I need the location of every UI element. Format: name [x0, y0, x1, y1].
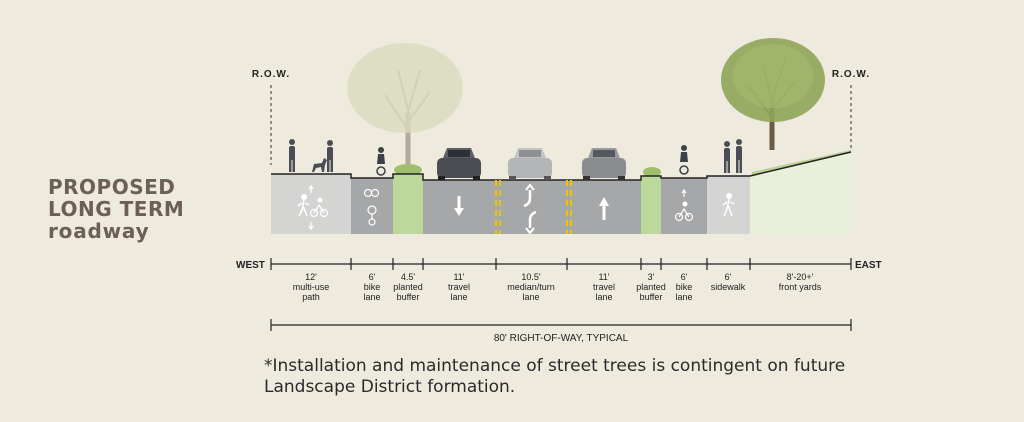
car-travel-lane-left-icon [437, 148, 481, 180]
segment-7-width: 6' [681, 272, 688, 282]
shrub-left-icon [394, 164, 422, 176]
planted-buffer-right-surface [641, 176, 661, 234]
segment-3-width: 11' [453, 272, 464, 282]
direction-east-label: EAST [855, 260, 882, 271]
car-travel-lane-right-icon [582, 148, 626, 180]
segment-4-width: 10.5' [521, 272, 541, 282]
cyclist-left-icon [376, 147, 386, 176]
segment-6-width: 3' [648, 272, 655, 282]
segment-9-label1: front yards [779, 282, 822, 292]
people-left-icon [289, 139, 333, 172]
segment-7-label1: bike [676, 282, 693, 292]
title-line-2: LONG TERM [48, 197, 185, 221]
bike-lane-right-marking-icon [674, 188, 694, 222]
segment-2-label1: planted [393, 282, 423, 292]
segment-4-label1: median/turn [507, 282, 555, 292]
direction-west-label: WEST [236, 260, 265, 271]
segment-5-width: 11' [598, 272, 609, 282]
segment-3-label2: lane [450, 292, 467, 302]
row-label-right: R.O.W. [832, 69, 870, 80]
travel-lane-left-arrowhead [454, 208, 464, 216]
diagram-title: PROPOSED LONG TERM roadway [48, 176, 184, 242]
segment-8-label1: sidewalk [711, 282, 746, 292]
segment-2-width: 4.5' [401, 272, 416, 282]
dimension-ticks [270, 258, 852, 270]
segment-7-label2: lane [675, 292, 692, 302]
pavement-markings [297, 183, 735, 235]
segment-1-label2: lane [363, 292, 380, 302]
segment-1-label1: bike [364, 282, 381, 292]
segment-5-label2: lane [595, 292, 612, 302]
tree-right-icon [721, 38, 825, 150]
segment-3-label1: travel [448, 282, 470, 292]
ground-outline [271, 151, 852, 181]
cyclist-right-icon [679, 145, 689, 175]
sidewalk-pedestrian-marking-icon [722, 193, 735, 217]
planted-buffer-left-surface [393, 174, 423, 234]
bike-lane-left-marking-icon [363, 188, 380, 226]
segment-1-width: 6' [369, 272, 376, 282]
title-line-3: roadway [48, 219, 150, 243]
car-median-icon [508, 148, 552, 180]
segment-0-width: 12' [305, 272, 317, 282]
people-right-icon [724, 139, 742, 173]
ground-section [271, 151, 852, 234]
travel-lane-right-arrowhead [599, 197, 609, 206]
shrub-right-icon [643, 167, 661, 177]
turn-arrow-top-icon [523, 190, 532, 208]
front-yard-surface [750, 152, 851, 234]
segment-labels: 12' multi-use path 6' bike lane 4.5' pla… [293, 272, 822, 302]
footnote: *Installation and maintenance of street … [264, 356, 846, 397]
segment-2-label2: buffer [397, 292, 420, 302]
segment-5-label1: travel [593, 282, 615, 292]
tree-left-icon [347, 43, 463, 168]
segment-8-width: 6' [725, 272, 732, 282]
turn-arrow-bottom-icon [528, 210, 537, 228]
title-line-1: PROPOSED [48, 175, 176, 199]
segment-0-label2: path [302, 292, 320, 302]
right-of-way-label: 80' RIGHT-OF-WAY, TYPICAL [494, 333, 629, 344]
segment-6-label2: buffer [640, 292, 663, 302]
segment-4-label2: lane [522, 292, 539, 302]
segment-0-label1: multi-use [293, 282, 330, 292]
segment-6-label1: planted [636, 282, 666, 292]
segment-9-width: 8'-20+' [787, 272, 814, 282]
pedestrian-bike-marking-icon [297, 184, 329, 231]
row-label-left: R.O.W. [252, 69, 290, 80]
